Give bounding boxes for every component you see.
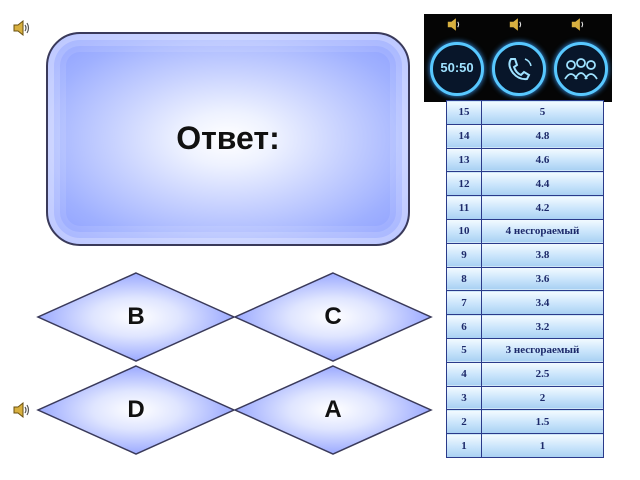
phone-icon [508, 58, 532, 81]
ladder-prize: 3.4 [481, 290, 604, 316]
ladder-prize: 2.5 [481, 361, 604, 387]
ladder-level: 3 [446, 385, 482, 411]
ladder-level: 10 [446, 218, 482, 244]
diamond-shape [36, 272, 236, 362]
ladder-level: 6 [446, 314, 482, 339]
ladder-prize: 3.6 [481, 266, 604, 292]
ladder-level: 13 [446, 147, 482, 173]
ladder-level: 1 [446, 433, 482, 458]
lifeline-fifty-fifty[interactable]: 50:50 [430, 42, 484, 96]
ladder-level: 11 [446, 195, 482, 220]
ladder-prize: 4.4 [481, 171, 604, 197]
ladder-level: 14 [446, 123, 482, 149]
answer-option-a[interactable]: A [233, 364, 433, 456]
diamond-shape [233, 272, 433, 362]
ladder-prize: 4.8 [481, 123, 604, 149]
speaker-icon[interactable] [12, 20, 32, 36]
ladder-prize: 2 [481, 385, 604, 411]
speaker-icon[interactable] [570, 17, 588, 32]
speaker-icon[interactable] [12, 402, 32, 418]
ladder-prize: 4 несгораемый [481, 218, 604, 244]
answer-option-b[interactable]: B [36, 271, 236, 363]
ladder-level: 7 [446, 290, 482, 316]
ladder-prize: 3.8 [481, 242, 604, 268]
answer-label-d: D [127, 396, 145, 423]
lifeline-ask-the-audience[interactable] [554, 42, 608, 96]
ladder-level: 12 [446, 171, 482, 197]
answer-label-b: B [127, 303, 145, 330]
audience-icon [564, 58, 598, 80]
answer-title: Ответ: [176, 120, 280, 156]
ladder-prize: 5 [481, 100, 604, 125]
lifeline-phone-a-friend[interactable] [492, 42, 546, 96]
ladder-level: 2 [446, 409, 482, 435]
ladder-prize: 4.2 [481, 195, 604, 220]
answer-label-a: A [324, 396, 342, 423]
ladder-level: 4 [446, 361, 482, 387]
answer-display: Ответ: [46, 32, 410, 246]
lifeline-panel: 50:50 [424, 14, 612, 102]
ladder-prize: 4.6 [481, 147, 604, 173]
speaker-icon[interactable] [508, 17, 526, 32]
answer-label-c: C [324, 303, 342, 330]
ladder-level: 15 [446, 100, 482, 125]
ladder-prize: 1.5 [481, 409, 604, 435]
ladder-prize: 3 несгораемый [481, 337, 604, 363]
diamond-shape [36, 365, 236, 455]
speaker-icon[interactable] [446, 17, 464, 32]
ladder-prize: 1 [481, 433, 604, 458]
answer-option-d[interactable]: D [36, 364, 236, 456]
answer-option-c[interactable]: C [233, 271, 433, 363]
ladder-level: 8 [446, 266, 482, 292]
ladder-prize: 3.2 [481, 314, 604, 339]
ladder-level: 5 [446, 337, 482, 363]
fifty-fifty-icon: 50:50 [440, 60, 474, 75]
diamond-shape [233, 365, 433, 455]
ladder-level: 9 [446, 242, 482, 268]
